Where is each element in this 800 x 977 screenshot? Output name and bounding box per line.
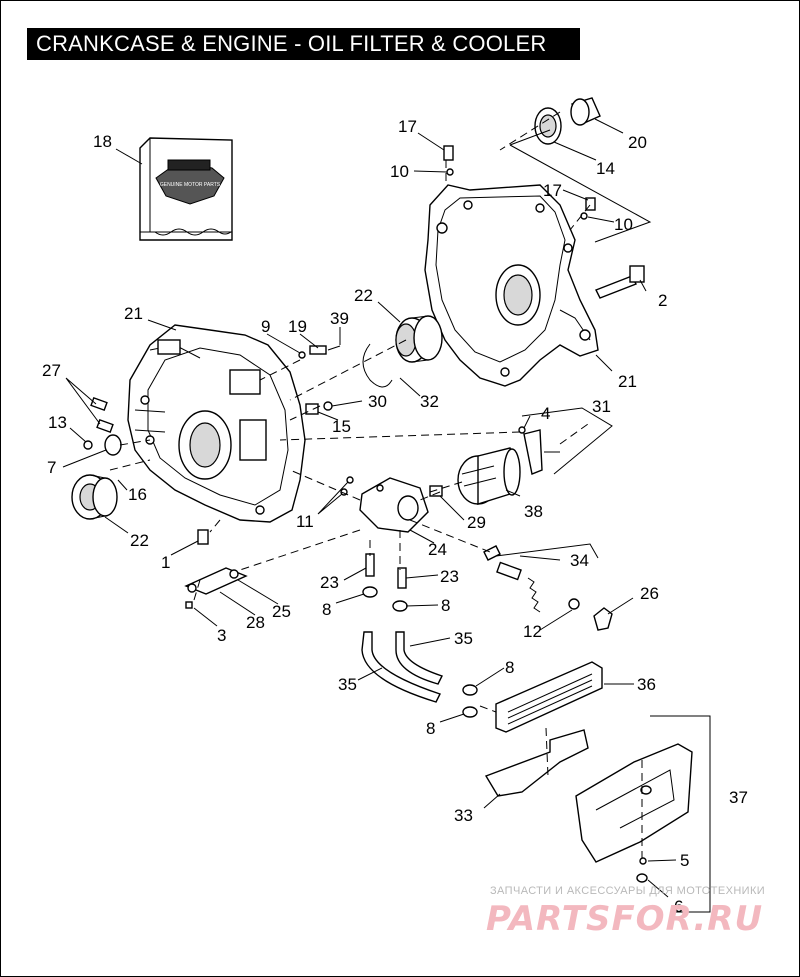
callout-6: 6	[674, 897, 683, 916]
seal-7	[104, 434, 122, 456]
dowel-17-upper	[443, 145, 454, 161]
oil-hoses-35	[361, 631, 443, 703]
fitting-27	[90, 396, 114, 434]
callout-22-upper: 22	[354, 286, 373, 305]
callout-20: 20	[628, 133, 647, 152]
callout-36: 36	[637, 675, 656, 694]
svg-text:GENUINE MOTOR PARTS: GENUINE MOTOR PARTS	[160, 182, 221, 188]
leader-lines	[62, 118, 677, 898]
bracket-lines	[495, 129, 711, 913]
nuts-8	[362, 586, 478, 718]
callout-7: 7	[47, 458, 56, 477]
cooler-cover-37	[575, 743, 693, 863]
screw-3	[185, 601, 193, 609]
callout-38: 38	[524, 502, 543, 521]
cooler-bracket-33	[484, 729, 589, 797]
watermark-brand: PARTSFOR.RU	[486, 899, 763, 939]
genuine-parts-box: GENUINE MOTOR PARTS	[139, 137, 233, 241]
watermark: ЗАПЧАСТИ И АКСЕССУАРЫ ДЛЯ МОТОТЕХНИКИ PA…	[486, 885, 765, 939]
watermark-caption: ЗАПЧАСТИ И АКСЕССУАРЫ ДЛЯ МОТОТЕХНИКИ	[490, 885, 765, 897]
plug-1	[197, 529, 209, 545]
callout-13: 13	[48, 413, 67, 432]
callout-31: 31	[592, 397, 611, 416]
callout-34: 34	[570, 551, 589, 570]
seal-14	[534, 107, 562, 145]
o-ring-10-right	[580, 212, 588, 220]
genuine-motor-parts-logo: GENUINE MOTOR PARTS	[155, 159, 225, 205]
callout-18: 18	[93, 132, 112, 151]
callout-8-cooler-bottom: 8	[426, 719, 435, 738]
nipple-29	[429, 485, 443, 497]
callout-8-right: 8	[441, 596, 450, 615]
callout-37: 37	[729, 788, 748, 807]
bearing-22-upper	[395, 315, 443, 363]
left-crankcase-half	[127, 324, 306, 523]
plug-15-30	[305, 401, 333, 415]
callout-25: 25	[272, 602, 291, 621]
callout-5: 5	[680, 851, 689, 870]
callout-17-right: 17	[543, 181, 562, 200]
oil-cooler-36	[495, 661, 603, 733]
oil-filter-38	[457, 447, 521, 505]
callout-10-right: 10	[614, 215, 633, 234]
filter-adapter-24	[359, 477, 429, 533]
callout-4: 4	[541, 404, 550, 423]
callout-8-cooler-top: 8	[505, 658, 514, 677]
dashed-alignment-lines	[109, 111, 643, 858]
callout-9: 9	[261, 317, 270, 336]
washer-5-nut-6	[636, 857, 648, 883]
o-ring-10-upper	[446, 168, 454, 176]
pin-9-19-39	[298, 345, 341, 359]
callout-1: 1	[161, 553, 170, 572]
callout-16: 16	[128, 485, 147, 504]
callout-35-right: 35	[454, 629, 473, 648]
callout-39: 39	[330, 309, 349, 328]
o-ring-13	[83, 440, 93, 450]
callout-19: 19	[288, 317, 307, 336]
callout-22-lower: 22	[130, 531, 149, 550]
diagram-title: CRANKCASE & ENGINE - OIL FILTER & COOLER	[27, 28, 580, 60]
callout-24: 24	[428, 540, 447, 559]
retaining-ring-32	[362, 343, 393, 388]
callout-2: 2	[658, 291, 667, 310]
bushing-20	[570, 97, 601, 126]
callout-23-right: 23	[440, 567, 459, 586]
valve-assembly-34	[483, 545, 580, 613]
mount-bracket-4-31	[518, 426, 560, 475]
callout-10-upper: 10	[390, 162, 409, 181]
callout-11: 11	[296, 512, 314, 531]
callout-27: 27	[42, 361, 61, 380]
callout-8-left: 8	[322, 600, 331, 619]
dowel-17-right	[585, 197, 596, 211]
callout-28: 28	[246, 613, 265, 632]
bearing-22-lower	[71, 474, 118, 520]
callout-12: 12	[523, 622, 542, 641]
callout-35-left: 35	[338, 675, 357, 694]
callout-33: 33	[454, 806, 473, 825]
bolt-2	[595, 265, 645, 299]
callout-17-upper: 17	[398, 117, 417, 136]
callout-15: 15	[332, 417, 351, 436]
callout-14: 14	[596, 159, 615, 178]
callout-21-left: 21	[124, 304, 143, 323]
callout-labels: 18 17 10 14 20 17 10 2 22 21 21 9 19 39 …	[42, 117, 748, 916]
callout-29: 29	[467, 513, 486, 532]
callout-23-left: 23	[320, 573, 339, 592]
callout-32: 32	[420, 392, 439, 411]
callout-3: 3	[217, 626, 226, 645]
cover-plate-25-28	[184, 567, 248, 595]
callout-26: 26	[640, 584, 659, 603]
callout-21-right: 21	[618, 372, 637, 391]
plug-26	[593, 607, 613, 631]
callout-30: 30	[368, 392, 387, 411]
right-crankcase-half	[424, 184, 599, 387]
